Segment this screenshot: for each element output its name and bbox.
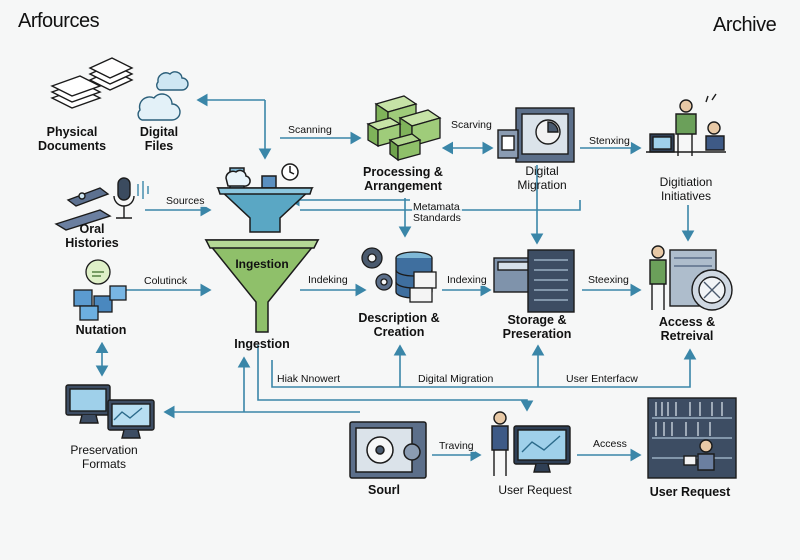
title-right: Archive	[713, 14, 777, 36]
node-physical-documents: Physical Documents	[37, 125, 107, 154]
funnel-ingestion-label: Ingestion	[235, 257, 289, 271]
node-description-creation: Description & Creation	[358, 311, 440, 340]
node-user-request-mid: User Request	[498, 483, 572, 497]
line-storage-up	[300, 200, 581, 211]
edge-metamata-standards: Metamata Standards	[412, 201, 462, 225]
node-sourl: Sourl	[368, 483, 400, 497]
edge-scanning: Scanning	[287, 124, 333, 137]
recorder-icon	[54, 187, 112, 231]
node-storage-preservation: Storage & Preseration	[502, 313, 572, 342]
edge-indexing: Indexing	[446, 274, 488, 287]
connectors	[95, 93, 697, 462]
people-icon	[646, 93, 726, 156]
node-access-retrieval: Access & Retreival	[658, 315, 716, 344]
cloud-icon	[137, 71, 189, 121]
edge-access: Access	[592, 438, 628, 451]
node-digitization-initiatives: Digitiation Initiatives	[659, 175, 713, 203]
node-preservation-formats: Preservation Formats	[70, 443, 138, 471]
node-processing-arrangement: Processing & Arrangement	[363, 165, 443, 194]
edge-colutinck: Colutinck	[143, 275, 189, 288]
safe-icon	[349, 421, 427, 479]
funnel-icon	[216, 163, 314, 233]
title-left: Arfources	[18, 10, 100, 32]
scanner-icon	[497, 107, 575, 163]
node-digital-files: Digital Files	[139, 125, 179, 154]
edge-traving: Traving	[438, 440, 475, 453]
edge-hiak-nnowert: Hiak Nnowert	[276, 373, 342, 386]
edge-user-enterface: User Enterfacw	[565, 373, 639, 386]
node-ingestion: Ingestion	[234, 337, 290, 351]
edge-sources: Sources	[165, 195, 206, 208]
server-icon	[493, 249, 575, 313]
boxes-icon	[73, 259, 127, 321]
processing-boxes-icon	[366, 95, 442, 162]
edge-digital-migration: Digital Migration	[417, 373, 495, 386]
user-computer-icon	[491, 411, 571, 476]
node-digital-migration: Digital Migration	[517, 164, 567, 192]
database-icon	[395, 251, 437, 303]
edge-stenxing: Stenxing	[588, 135, 631, 148]
node-oral-histories: Oral Histories	[65, 222, 119, 251]
monitors-icon	[65, 384, 155, 439]
access-person-icon	[649, 245, 733, 311]
line-to-user-request	[257, 345, 534, 412]
edge-indeking: Indeking	[307, 274, 349, 287]
edge-scarving: Scarving	[450, 119, 493, 132]
microphone-icon	[113, 177, 149, 219]
library-icon	[647, 397, 737, 479]
paper-stack-icon	[50, 57, 134, 109]
line-bottom-loop	[271, 348, 697, 388]
gears-icon	[361, 247, 393, 291]
ingestion-funnel-icon	[204, 239, 320, 333]
edge-steexing: Steexing	[587, 274, 630, 287]
node-nutation: Nutation	[75, 323, 127, 337]
node-user-request-right: User Request	[649, 485, 731, 499]
